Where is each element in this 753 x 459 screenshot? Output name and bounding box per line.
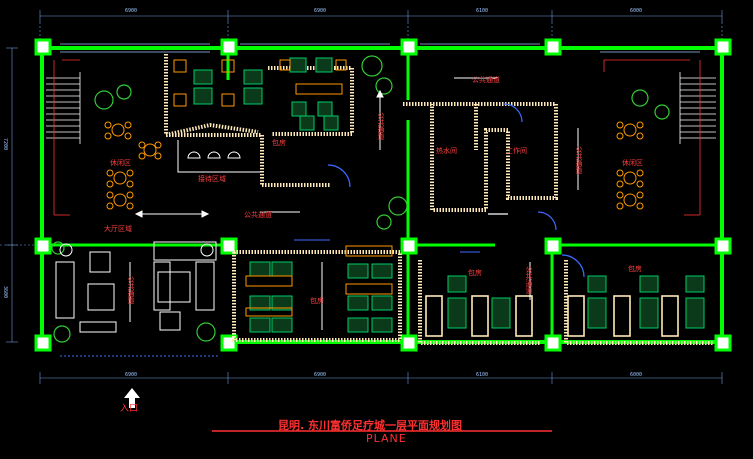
structural-columns	[34, 38, 732, 352]
room-label-rest-area-right: 休闲区	[622, 159, 643, 167]
dimension-lines	[0, 10, 723, 384]
rest-area-right-furniture	[616, 121, 644, 210]
dimension-top-4: 6000	[630, 8, 643, 14]
room-label-corridor-room: 公共通道	[525, 266, 533, 294]
room-label-water-room: 热水间	[436, 147, 457, 155]
drawing-subtitle: PLANE	[366, 432, 407, 445]
doors	[327, 103, 585, 278]
dimension-left-2: 3600	[2, 286, 8, 299]
room-label-vip-bottom-b: 包房	[628, 265, 642, 273]
room-label-lobby: 大厅区域	[104, 225, 132, 233]
plants	[51, 55, 670, 343]
dimension-bottom-1: 6900	[125, 372, 138, 378]
corridor-arrows	[60, 77, 579, 357]
stairs-left	[46, 59, 81, 216]
dimension-top-3: 6100	[476, 8, 489, 14]
room-label-corridor-center: 公共通道	[377, 112, 385, 140]
tables-center	[245, 245, 393, 317]
entrance-label: 入口	[120, 404, 139, 414]
massage-beds-bottom	[425, 295, 679, 337]
room-label-vip-top: 包房	[272, 139, 286, 147]
dimension-left-1: 7200	[2, 138, 8, 151]
massage-chairs-top	[193, 57, 339, 131]
dimension-top-1: 6900	[125, 8, 138, 14]
window-lines	[60, 43, 700, 53]
interior-walls	[46, 55, 716, 336]
lobby-sofas	[55, 241, 217, 333]
tables-top	[173, 59, 347, 107]
room-label-corridor-left: 公共通道	[127, 276, 135, 304]
room-label-vip-center: 包房	[310, 297, 324, 305]
reception-counter	[177, 140, 262, 173]
dimension-bottom-3: 6100	[476, 372, 489, 378]
partition-walls	[164, 54, 714, 345]
room-label-corridor-main: 公共通道	[244, 211, 272, 219]
room-label-staff-room: 工作间	[506, 147, 527, 155]
dimension-bottom-4: 6000	[630, 372, 643, 378]
dimension-top-2: 6900	[314, 8, 327, 14]
rest-area-left-furniture	[104, 121, 162, 210]
room-label-corridor-right: 公共通道	[575, 146, 583, 174]
dimension-bottom-2: 6900	[314, 372, 327, 378]
room-label-rest-area-left: 休闲区	[110, 159, 131, 167]
stairs-right	[603, 59, 716, 216]
entrance-arrow-icon	[124, 388, 140, 408]
room-label-vip-bottom-a: 包房	[468, 269, 482, 277]
massage-chairs-bottom	[447, 275, 705, 329]
room-label-corridor-top: 公共通道	[472, 76, 500, 84]
room-label-reception: 接待区域	[198, 175, 226, 183]
massage-chairs-center	[249, 261, 393, 333]
drawing-title: 昆明. 东川富侨足疗城一层平面规划图	[278, 419, 463, 432]
